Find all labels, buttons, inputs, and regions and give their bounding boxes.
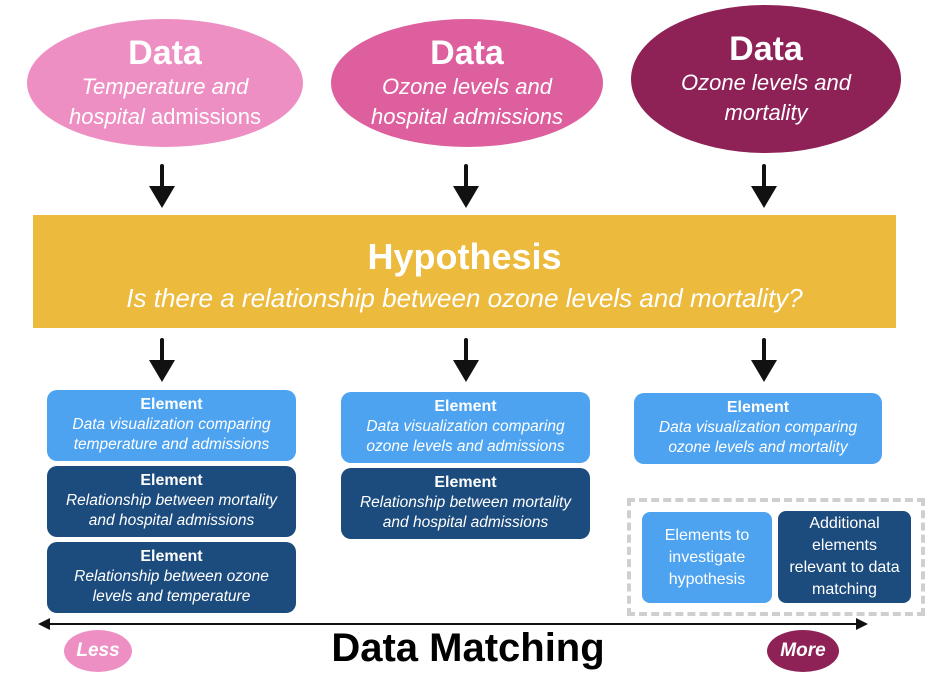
element-heading: Element xyxy=(140,472,203,489)
down-arrow-icon xyxy=(453,338,479,382)
legend-investigate-line1: Elements to xyxy=(664,526,750,544)
data-source-ozone-mortality: Data Ozone levels and mortality xyxy=(631,5,901,153)
down-arrow-icon xyxy=(751,164,777,208)
element-card: Element Data visualization comparing ozo… xyxy=(634,393,882,464)
element-description-line2: temperature and admissions xyxy=(73,436,270,453)
legend-investigate-line3: hypothesis xyxy=(668,570,746,588)
data-source-line2: mortality xyxy=(724,100,808,125)
element-description-line2: levels and temperature xyxy=(92,588,251,605)
element-description-line1: Relationship between mortality xyxy=(65,492,278,509)
element-description-line2: and hospital admissions xyxy=(88,512,255,529)
data-source-line2: hospital admissions xyxy=(69,102,261,132)
element-heading: Element xyxy=(726,399,790,416)
data-source-title: Data xyxy=(128,34,202,72)
element-heading: Element xyxy=(140,548,203,565)
data-source-line2: hospital admissions xyxy=(371,104,563,129)
element-card: Element Data visualization comparing ozo… xyxy=(341,392,590,463)
hypothesis-title: Hypothesis xyxy=(367,236,562,277)
hypothesis-question: Is there a relationship between ozone le… xyxy=(126,283,803,313)
less-label-text: Less xyxy=(76,640,120,661)
less-label: Less xyxy=(64,630,132,672)
element-description-line1: Relationship between ozone xyxy=(74,568,269,585)
element-description-line2: and hospital admissions xyxy=(382,514,549,531)
element-description-line1: Relationship between mortality xyxy=(359,494,572,511)
data-source-line2-italic: hospital xyxy=(69,104,145,129)
data-source-temperature-admissions: Data Temperature and hospital admissions xyxy=(27,19,303,147)
legend-box xyxy=(627,498,925,616)
element-heading: Element xyxy=(434,474,497,491)
legend-additional-line2: elements xyxy=(812,537,877,554)
down-arrow-icon xyxy=(751,338,777,382)
down-arrow-icon xyxy=(149,164,175,208)
down-arrow-icon xyxy=(453,164,479,208)
element-description-line1: Data visualization comparing xyxy=(72,416,271,433)
data-source-line1: Ozone levels and xyxy=(382,74,552,99)
element-description-line1: Data visualization comparing xyxy=(366,418,565,435)
legend-additional-line4: matching xyxy=(812,581,877,598)
data-source-line1: Ozone levels and xyxy=(681,70,851,95)
data-source-title: Data xyxy=(729,30,803,68)
data-source-ozone-admissions: Data Ozone levels and hospital admission… xyxy=(331,19,603,147)
hypothesis-banner: Hypothesis Is there a relationship betwe… xyxy=(33,215,896,328)
down-arrow-icon xyxy=(149,338,175,382)
data-source-title: Data xyxy=(430,34,504,72)
legend-investigate-swatch: Elements to investigate hypothesis xyxy=(642,512,772,603)
legend-investigate-line2: investigate xyxy=(668,548,746,566)
element-heading: Element xyxy=(140,396,203,413)
more-label: More xyxy=(767,630,839,672)
data-source-line2-plain: admissions xyxy=(144,104,261,129)
legend-additional-line3: relevant to data xyxy=(789,559,900,576)
element-card: Element Relationship between mortality a… xyxy=(47,466,296,537)
element-card: Element Relationship between ozone level… xyxy=(47,542,296,613)
element-card: Element Relationship between mortality a… xyxy=(341,468,590,539)
element-description-line2: ozone levels and mortality xyxy=(668,439,848,456)
axis-title: Data Matching xyxy=(331,626,605,670)
element-description-line1: Data visualization comparing xyxy=(658,419,858,436)
element-card: Element Data visualization comparing tem… xyxy=(47,390,296,461)
legend-additional-line1: Additional xyxy=(809,515,880,532)
element-description-line2: ozone levels and admissions xyxy=(366,438,565,455)
data-matching-axis xyxy=(38,618,868,630)
element-heading: Element xyxy=(434,398,497,415)
legend-additional-swatch: Additional elements relevant to data mat… xyxy=(778,511,911,603)
data-source-line1: Temperature and xyxy=(81,74,249,99)
more-label-text: More xyxy=(780,640,826,661)
